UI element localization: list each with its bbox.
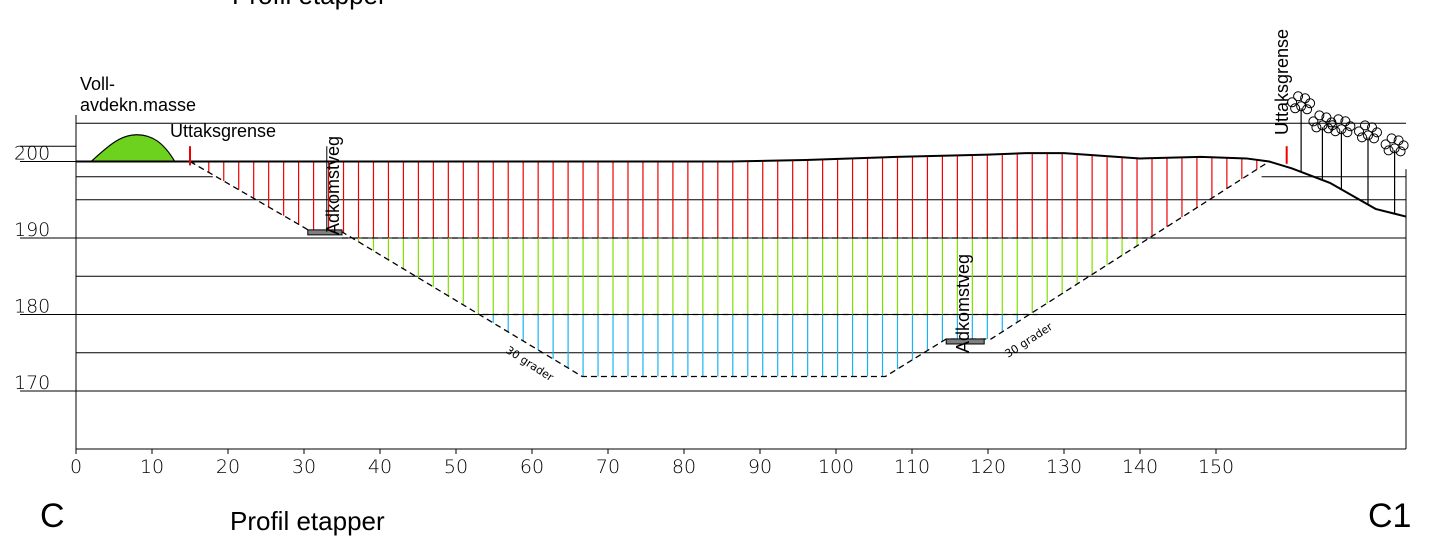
x-tick-label: 130 <box>1046 456 1082 478</box>
stage-level-lines <box>342 237 1156 316</box>
x-tick-label: 140 <box>1122 456 1158 478</box>
excavation-hatching <box>193 153 1258 377</box>
limit-label-left: Uttaksgrense <box>170 121 276 141</box>
x-tick-label: 50 <box>444 456 468 478</box>
top-cut-title: Profil etapper <box>232 0 387 10</box>
y-tick-label: 180 <box>14 296 50 318</box>
tree-icon <box>1287 91 1316 172</box>
x-tick-label: 70 <box>596 456 620 478</box>
x-tick-label: 10 <box>140 456 164 478</box>
section-start-label: C <box>40 497 65 535</box>
y-tick-label: 190 <box>14 219 50 241</box>
voll-label-line2: avdekn.masse <box>80 95 196 115</box>
y-tick-label: 170 <box>14 372 50 394</box>
x-tick-label: 120 <box>970 456 1006 478</box>
x-tick-label: 100 <box>818 456 854 478</box>
x-tick-label: 150 <box>1198 456 1234 478</box>
x-tick-label: 110 <box>894 456 930 478</box>
limit-label-right: Uttaksgrense <box>1272 29 1292 135</box>
x-tick-label: 90 <box>748 456 772 478</box>
tree-icon <box>1308 110 1337 181</box>
tree-icon <box>1354 120 1382 205</box>
axes <box>75 115 1407 450</box>
tree-icon <box>1327 114 1356 190</box>
access-road-right <box>945 338 985 345</box>
x-tick-label: 30 <box>292 456 316 478</box>
trees <box>1287 91 1409 214</box>
x-tick-label: 60 <box>520 456 544 478</box>
level-gridlines <box>20 122 1406 392</box>
voll-mound <box>89 134 176 163</box>
x-tick-label: 20 <box>216 456 240 478</box>
x-tick-label: 40 <box>368 456 392 478</box>
road-label-left: Adkomstveg <box>323 136 343 235</box>
y-tick-label: 200 <box>14 143 50 165</box>
terrain-line <box>76 152 1407 218</box>
road-label-right: Adkomstveg <box>953 254 973 353</box>
section-end-label: C1 <box>1368 497 1411 535</box>
access-road-left <box>307 229 343 236</box>
x-tick-label: 0 <box>70 456 82 478</box>
slope-label-left: 30 grader <box>503 344 556 385</box>
x-tick-label: 80 <box>672 456 696 478</box>
axis-ticks: 0 10 20 30 40 50 60 70 80 90 100 110 120 130 140 150 200… <box>14 143 1234 479</box>
tree-icon <box>1380 133 1409 214</box>
voll-label-line1: Voll- <box>80 74 115 94</box>
diagram-title: Profil etapper <box>230 506 385 536</box>
